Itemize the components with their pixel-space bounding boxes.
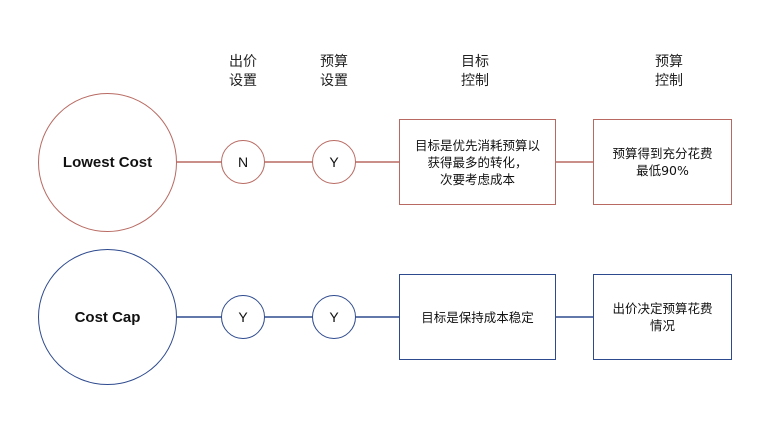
cost-cap-goal-control: 目标是保持成本稳定 [399,274,556,360]
lowest-cost-goal-control: 目标是优先消耗预算以 获得最多的转化， 次要考虑成本 [399,119,556,205]
lowest-cost-budget-control: 预算得到充分花费 最低90% [593,119,732,205]
header-bid-setting-line1: 出价 [229,54,257,70]
cost-cap-budget-setting: Y [312,295,356,339]
header-budget-setting-line2: 设置 [320,73,348,89]
header-budget-setting: 预算 设置 [294,53,374,91]
lowest-cost-node: Lowest Cost [38,93,177,232]
cost-cap-bid-setting: Y [221,295,265,339]
cost-cap-budget-control: 出价决定预算花费 情况 [593,274,732,360]
header-bid-setting-line2: 设置 [229,73,257,89]
lowest-cost-bid-setting: N [221,140,265,184]
header-budget-control: 预算 控制 [629,53,709,91]
header-goal-control-line2: 控制 [461,73,489,89]
header-budget-control-line2: 控制 [655,73,683,89]
cost-cap-node: Cost Cap [38,249,177,385]
header-budget-setting-line1: 预算 [320,54,348,70]
header-goal-control: 目标 控制 [435,53,515,91]
lowest-cost-budget-setting: Y [312,140,356,184]
header-goal-control-line1: 目标 [461,54,489,70]
header-bid-setting: 出价 设置 [203,53,283,91]
header-budget-control-line1: 预算 [655,54,683,70]
